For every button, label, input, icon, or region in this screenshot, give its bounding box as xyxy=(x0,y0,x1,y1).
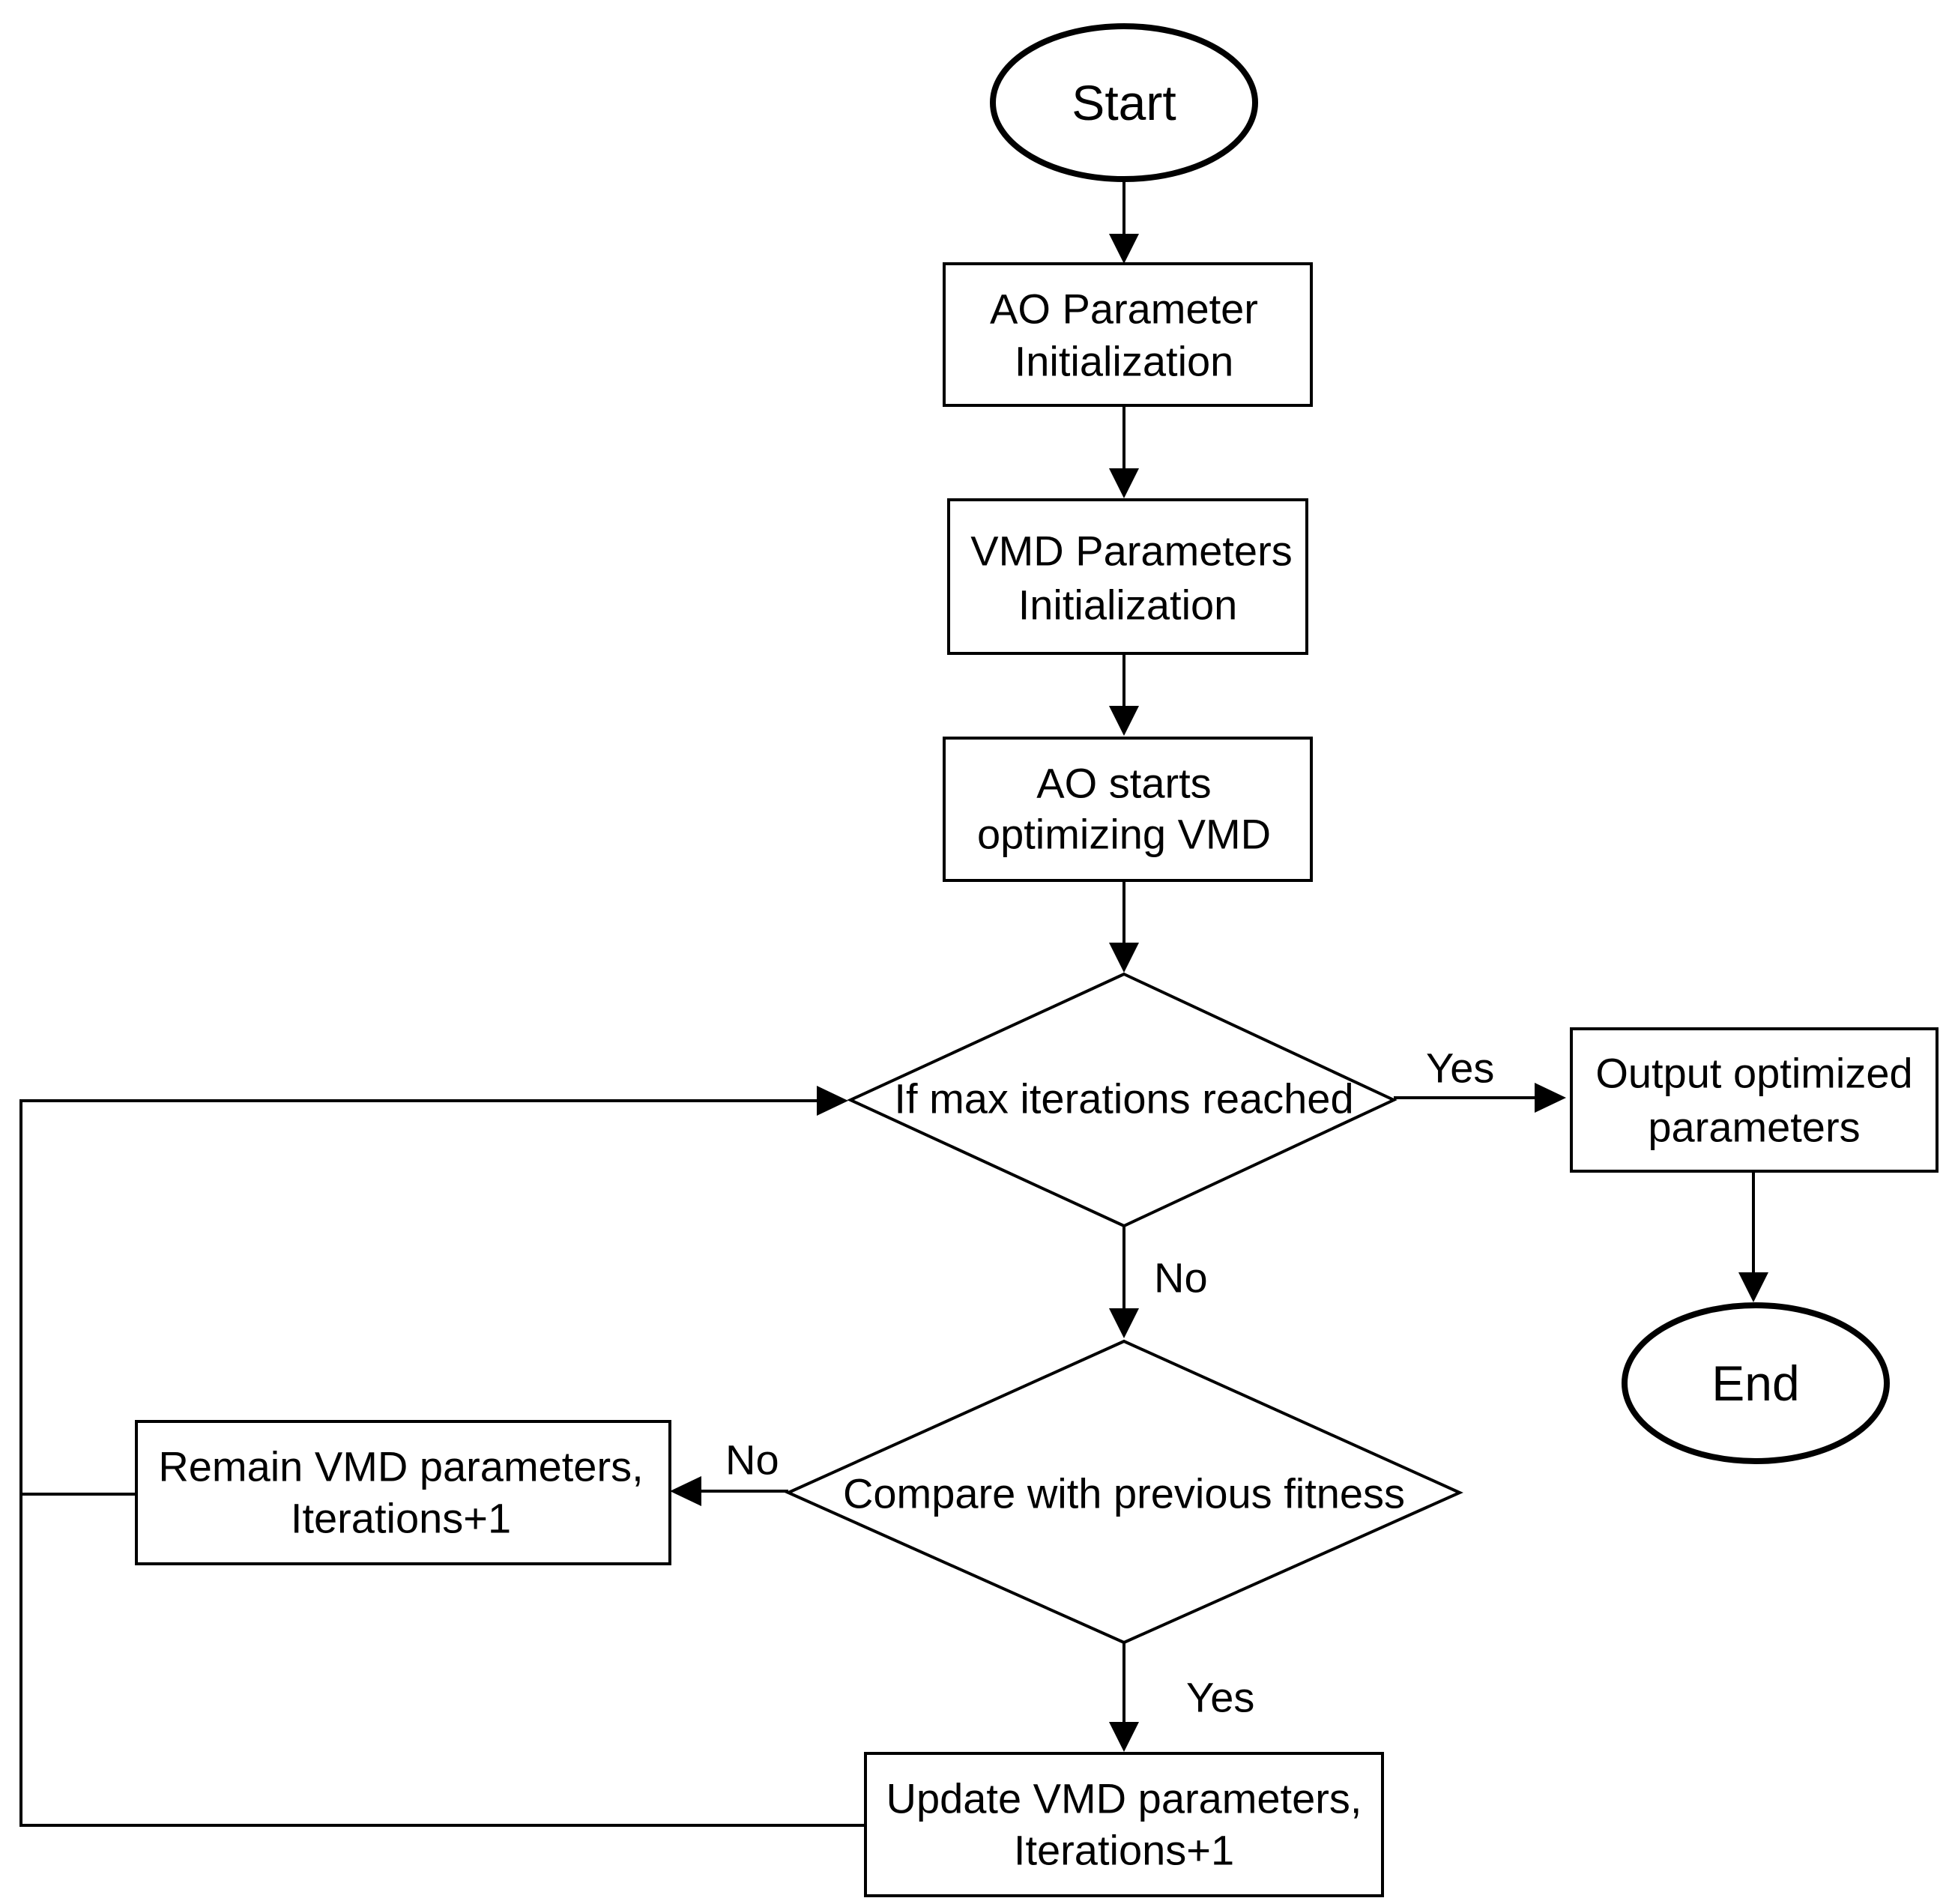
decision-diamond xyxy=(785,1339,1463,1645)
node-vmd-init-label-line2: Initialization xyxy=(1018,581,1238,629)
node-start-label: Start xyxy=(1072,75,1176,130)
edge-labels: Yes No No Yes xyxy=(725,1045,1494,1721)
node-ao-init-label-line1: AO Parameter xyxy=(990,285,1258,333)
node-update-label-line1: Update VMD parameters, xyxy=(886,1775,1362,1822)
node-end-label: End xyxy=(1711,1356,1799,1411)
process-box xyxy=(1570,1027,1939,1173)
node-update: Update VMD parameters, Iterations+1 xyxy=(864,1752,1384,1897)
arrowhead xyxy=(1109,468,1139,498)
node-remain: Remain VMD parameters, Iterations+1 xyxy=(135,1420,671,1565)
process-box xyxy=(947,498,1308,655)
node-start: Start xyxy=(990,23,1258,182)
arrowhead xyxy=(1535,1083,1566,1113)
node-ao-init: AO Parameter Initialization xyxy=(943,262,1313,407)
edge-label-max-yes: Yes xyxy=(1426,1045,1494,1092)
node-compare: Compare with previous fitness xyxy=(785,1339,1463,1645)
node-vmd-init: VMD Parameters Initialization xyxy=(947,498,1308,655)
edge-label-compare-no: No xyxy=(725,1436,779,1484)
arrowhead xyxy=(817,1086,848,1116)
node-update-label-line2: Iterations+1 xyxy=(1014,1827,1234,1874)
process-box xyxy=(943,737,1313,882)
node-max-iter: If max iterations reached xyxy=(847,972,1397,1228)
node-output: Output optimized parameters xyxy=(1570,1027,1939,1173)
edges xyxy=(19,181,1768,1827)
edge-label-compare-yes: Yes xyxy=(1186,1674,1254,1721)
arrowhead xyxy=(1109,706,1139,736)
node-ao-opt-label-line2: optimizing VMD xyxy=(977,811,1271,858)
terminal-shape xyxy=(1622,1302,1890,1464)
process-box xyxy=(864,1752,1384,1897)
process-box xyxy=(135,1420,671,1565)
node-vmd-init-label-line1: VMD Parameters xyxy=(970,528,1292,575)
node-output-label-line1: Output optimized xyxy=(1595,1050,1912,1097)
arrowhead xyxy=(1109,1722,1139,1752)
node-end: End xyxy=(1622,1302,1890,1464)
node-remain-label-line2: Iterations+1 xyxy=(291,1495,511,1542)
process-box xyxy=(943,262,1313,407)
node-ao-opt: AO starts optimizing VMD xyxy=(943,737,1313,882)
decision-diamond xyxy=(847,972,1397,1228)
terminal-shape xyxy=(990,23,1258,182)
arrowhead xyxy=(1738,1272,1768,1302)
node-max-iter-label: If max iterations reached xyxy=(894,1075,1353,1122)
arrowhead xyxy=(1109,234,1139,264)
node-ao-opt-label-line1: AO starts xyxy=(1036,760,1211,807)
node-ao-init-label-line2: Initialization xyxy=(1015,338,1234,385)
arrowhead xyxy=(1109,943,1139,973)
node-compare-label: Compare with previous fitness xyxy=(843,1470,1405,1517)
node-remain-label-line1: Remain VMD parameters, xyxy=(158,1443,643,1490)
edge-loop-back-to-max-iter xyxy=(19,1099,865,1827)
arrowhead xyxy=(1109,1308,1139,1338)
node-output-label-line2: parameters xyxy=(1648,1104,1860,1151)
edge-label-max-no: No xyxy=(1154,1254,1208,1302)
arrowhead xyxy=(670,1476,701,1506)
